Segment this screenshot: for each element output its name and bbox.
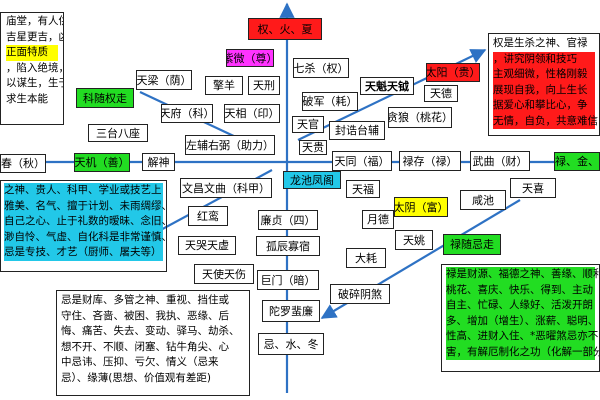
box-wuqu: 武曲（财）	[470, 151, 530, 171]
box-bottom: 忌、水、冬	[258, 333, 324, 355]
box-fenggao: 封诰台辅	[329, 121, 385, 140]
box-hongluan: 红鸾	[188, 206, 228, 226]
box-tiankui: 天魁天钺	[360, 77, 414, 95]
note-bottom-right: 禄是财源、福德之神、善缘、顺利 桃花、喜庆、快乐、得到、主动 自主、忙碌、人缘好…	[441, 264, 600, 372]
box-tianxiang: 天相（印）	[224, 104, 280, 123]
box-keyou: 科随权走	[76, 88, 134, 108]
box-santai: 三台八座	[88, 124, 148, 142]
box-jieshen: 解神	[142, 153, 175, 171]
box-tianshi: 天使天伤	[194, 264, 254, 284]
box-tianku: 天哭天虚	[178, 236, 236, 255]
box-yuede: 月德	[362, 210, 394, 229]
box-tianguan: 天官	[292, 116, 324, 133]
box-tianyao: 天姚	[395, 230, 433, 250]
note-bottom-left: 忌是财库、多管之神、重视、挡住或 守住、吝啬、被困、我执、恶缘、后 悔、痛苦、失…	[56, 290, 250, 396]
box-tianliang: 天梁（荫）	[136, 70, 192, 90]
box-posui: 破碎阴煞	[330, 284, 390, 304]
box-taiyin: 太阴（富）	[394, 197, 448, 217]
box-lianzhen: 廉贞（四）	[258, 210, 318, 230]
box-xianchi: 咸池	[460, 190, 506, 210]
box-tianxing: 天刑	[248, 76, 280, 95]
note-top-left: 庙堂，有人供 吉星更吉，凶 正面特质 ，陷入绝境， 以谋生，生于 求生本能	[0, 12, 64, 125]
box-zuofu: 左辅右弼（助力）	[185, 135, 275, 155]
box-tianfu: 天府（科）	[161, 104, 213, 123]
box-tiantong: 天同（福）	[332, 151, 392, 171]
box-top: 权、火、夏	[248, 18, 322, 40]
box-qingyang: 擎羊	[205, 76, 243, 95]
box-tianfu2: 天福	[346, 180, 380, 198]
box-dahao: 大耗	[346, 248, 386, 268]
box-qisha: 七杀（权）	[293, 58, 349, 78]
box-tianxi: 天喜	[510, 178, 556, 198]
box-right-mid: 禄、金、	[554, 152, 600, 171]
box-jumen: 巨门（暗）	[257, 270, 319, 290]
box-lusui: 禄随忌走	[443, 234, 501, 255]
note-top-right: 权是生杀之神、官禄 ，讲究阴领和技巧 主观细微，性格刚毅 展现自我，向上生长 据…	[488, 33, 600, 136]
box-tuoluo: 陀罗蜚廉	[262, 300, 320, 322]
note-left-mid: 之神、贵人、科甲、学业或技艺上 雅美、名气、擅于计划、未雨绸缪、 自己之心、止于…	[0, 180, 167, 272]
box-taiyang-gui: 太阳（贵）	[426, 63, 480, 82]
box-ziwei: 紫微（尊）	[226, 49, 274, 67]
box-tianji: 天机（善）	[74, 153, 130, 172]
box-pojun: 破军（耗）	[302, 92, 358, 111]
box-tiangui: 天贵	[299, 140, 327, 155]
box-chun: 春（秋）	[0, 154, 46, 173]
box-wenchang: 文昌文曲（科甲）	[180, 178, 272, 198]
box-tanlang: 贪狼（桃花）	[388, 107, 452, 128]
box-tiande: 天德	[424, 85, 458, 102]
box-longchi: 龙池凤阁	[283, 171, 341, 189]
box-lucun: 禄存（禄）	[399, 151, 461, 171]
box-guchen: 孤辰寡宿	[256, 236, 320, 256]
